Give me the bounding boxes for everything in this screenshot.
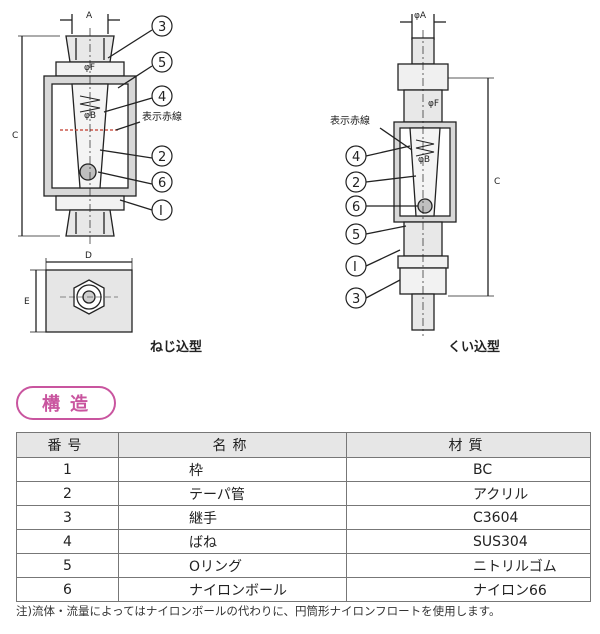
- part-number: 2: [16, 481, 119, 506]
- table-row: 1 枠 BC: [16, 457, 591, 482]
- part-name: ナイロンボール: [118, 577, 347, 602]
- dim-e-label: E: [24, 297, 30, 307]
- screw-type-caption: ねじ込型: [150, 340, 203, 355]
- part-material: アクリル: [346, 481, 591, 506]
- compression-type-drawing: φA φF φB C 表示赤線 4 2 6 5 I 3: [330, 11, 500, 336]
- table-row: 4 ばね SUS304: [16, 529, 591, 554]
- part-material: SUS304: [346, 529, 591, 554]
- dim-a-label: A: [86, 11, 93, 21]
- callout-label: 2: [352, 176, 360, 191]
- callout-label: 3: [158, 20, 166, 35]
- callout-label: I: [159, 204, 163, 219]
- callout-label: 4: [352, 150, 360, 165]
- part-number: 1: [16, 457, 119, 482]
- part-number: 6: [16, 577, 119, 602]
- dim-c-label: C: [12, 131, 18, 141]
- part-number: 3: [16, 505, 119, 530]
- part-name: 枠: [118, 457, 347, 482]
- part-material: ニトリルゴム: [346, 553, 591, 578]
- compression-type-caption: くい込型: [448, 340, 501, 355]
- callout-label: 6: [352, 200, 360, 215]
- table-row: 5 Oリング ニトリルゴム: [16, 553, 591, 578]
- callout-label: 5: [352, 228, 360, 243]
- section-title-badge: 構造: [16, 386, 116, 420]
- callout-label: 2: [158, 150, 166, 165]
- part-number: 5: [16, 553, 119, 578]
- dim-a-label: φA: [414, 11, 427, 21]
- part-name: Oリング: [118, 553, 347, 578]
- table-row: 2 テーパ管 アクリル: [16, 481, 591, 506]
- part-name: ばね: [118, 529, 347, 554]
- callout-label: I: [353, 260, 357, 275]
- table-header-row: 番号 名称 材質: [16, 432, 591, 458]
- part-material: BC: [346, 457, 591, 482]
- screw-type-drawing: A φF φB C D E 表示赤線 3 5 4 2 6 I: [12, 11, 182, 333]
- dim-b-label: φB: [84, 111, 96, 121]
- dim-c-label: C: [494, 177, 500, 187]
- callout-label: 3: [352, 292, 360, 307]
- dim-f-label: φF: [428, 99, 439, 109]
- table-row: 6 ナイロンボール ナイロン66: [16, 577, 591, 602]
- part-material: ナイロン66: [346, 577, 591, 602]
- header-name: 名称: [118, 432, 347, 458]
- dim-d-label: D: [85, 251, 92, 261]
- indicator-line-label: 表示赤線: [330, 114, 370, 127]
- dim-b-label: φB: [418, 155, 430, 165]
- part-name: テーパ管: [118, 481, 347, 506]
- part-name: 継手: [118, 505, 347, 530]
- callout-label: 5: [158, 56, 166, 71]
- parts-table: 番号 名称 材質 1 枠 BC 2 テーパ管 アクリル 3 継手 C3604 4…: [16, 432, 591, 602]
- callout-label: 6: [158, 176, 166, 191]
- dim-f-label: φF: [84, 63, 95, 73]
- part-material: C3604: [346, 505, 591, 530]
- callout-label: 4: [158, 90, 166, 105]
- header-number: 番号: [16, 432, 119, 458]
- table-row: 3 継手 C3604: [16, 505, 591, 530]
- part-number: 4: [16, 529, 119, 554]
- indicator-line-label: 表示赤線: [142, 110, 182, 123]
- header-material: 材質: [346, 432, 591, 458]
- footnote: 注)流体・流量によってはナイロンボールの代わりに、円筒形ナイロンフロートを使用し…: [16, 604, 501, 618]
